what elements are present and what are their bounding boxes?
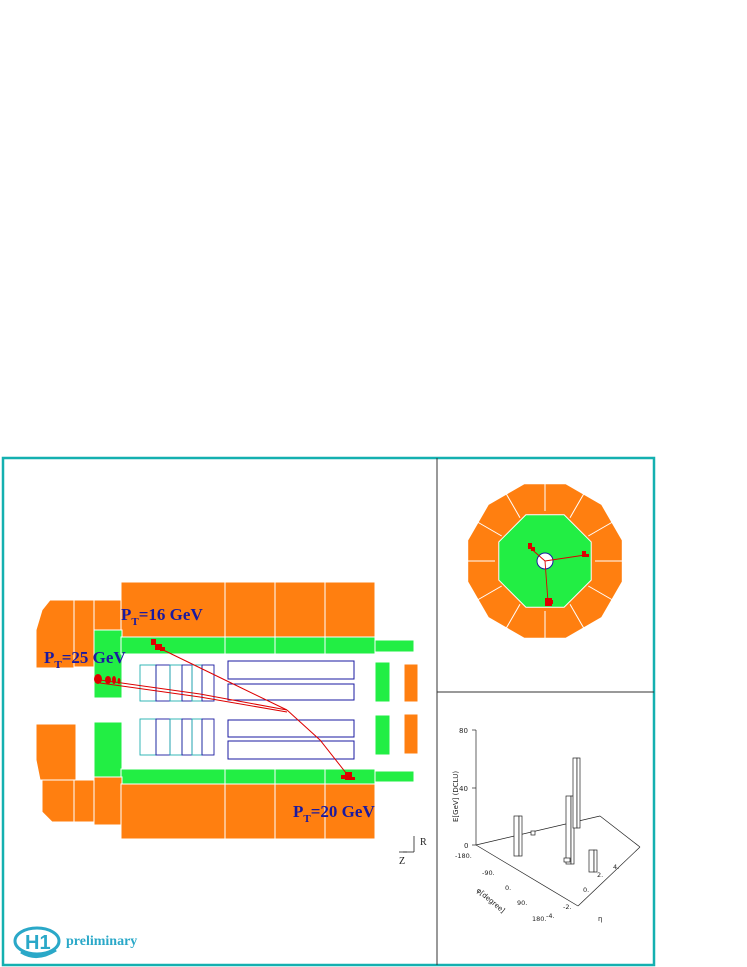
axis-indicator bbox=[399, 836, 415, 853]
eta-tick-3: 2. bbox=[597, 871, 603, 879]
hadronic-calorimeter-bottom bbox=[35, 723, 376, 840]
lego-plot bbox=[472, 729, 641, 907]
energy-tower bbox=[513, 757, 598, 873]
eta-tick-0: -4. bbox=[546, 912, 555, 920]
display-frame bbox=[1, 456, 656, 967]
ring-segment-line bbox=[504, 604, 521, 631]
pt25-label: PT=25 GeV bbox=[44, 648, 126, 671]
pt25-sub: T bbox=[54, 659, 62, 671]
pt25-value: =25 GeV bbox=[62, 648, 127, 667]
ring-segment-line bbox=[475, 520, 502, 537]
pt20-label: PT=20 GeV bbox=[293, 802, 375, 825]
track-25gev-b bbox=[99, 682, 288, 713]
particle-tracks bbox=[99, 645, 351, 779]
em-calorimeter-bottom bbox=[93, 721, 415, 785]
ring-segment-line bbox=[569, 491, 586, 518]
em-calorimeter-top bbox=[93, 629, 415, 756]
ring-segment-line bbox=[569, 604, 586, 631]
axis-r-label: R bbox=[420, 837, 427, 848]
pt16-sub: T bbox=[131, 616, 139, 628]
end-view bbox=[465, 481, 625, 641]
ring-segment-lines bbox=[465, 481, 625, 641]
logo-text: H1 bbox=[25, 932, 51, 954]
central-tracker bbox=[227, 660, 355, 760]
e-tick-0: 0 bbox=[464, 842, 468, 850]
ring-segment-line bbox=[504, 491, 521, 518]
eta-tick-4: 4. bbox=[613, 863, 619, 871]
forward-tracker bbox=[139, 664, 215, 756]
e-tick-40: 40 bbox=[459, 785, 468, 793]
phi-tick-3: 90. bbox=[517, 899, 527, 907]
end-view-deposits bbox=[528, 543, 589, 606]
lego-phi-label: φ[degree] bbox=[475, 886, 507, 915]
hadronic-calorimeter-top bbox=[35, 581, 376, 669]
pt20-value: =20 GeV bbox=[311, 802, 376, 821]
phi-tick-0: -180. bbox=[455, 852, 472, 860]
lego-ylabel: E[GeV] (DCLU) bbox=[452, 771, 460, 822]
pt16-value: =16 GeV bbox=[139, 605, 204, 624]
forward-calorimeter bbox=[403, 663, 419, 755]
eta-tick-2: 0. bbox=[583, 886, 589, 894]
preliminary-label: preliminary bbox=[66, 934, 137, 949]
pt20-sub: T bbox=[303, 813, 311, 825]
eta-tick-1: -2. bbox=[563, 903, 572, 911]
track-16gev bbox=[154, 645, 288, 711]
ring-segment-line bbox=[588, 585, 615, 602]
energy-deposits bbox=[94, 639, 355, 780]
track-20gev bbox=[286, 709, 351, 779]
phi-tick-4: 180. bbox=[532, 915, 546, 923]
h1-logo: H1 bbox=[13, 926, 61, 958]
pt16-label: PT=16 GeV bbox=[121, 605, 203, 628]
phi-tick-2: 0. bbox=[505, 884, 511, 892]
ring-segment-line bbox=[475, 585, 502, 602]
phi-tick-1: -90. bbox=[482, 869, 495, 877]
track-25gev-a bbox=[99, 679, 288, 711]
lego-eta-label: η bbox=[598, 915, 602, 923]
side-view: PT=16 GeV PT=25 GeV PT=20 GeV R Z bbox=[35, 581, 427, 867]
pt25-p: P bbox=[44, 648, 54, 667]
e-tick-80: 80 bbox=[459, 727, 468, 735]
pt20-p: P bbox=[293, 802, 303, 821]
axis-z-label: Z bbox=[399, 856, 405, 867]
pt16-p: P bbox=[121, 605, 131, 624]
ring-segment-line bbox=[588, 520, 615, 537]
